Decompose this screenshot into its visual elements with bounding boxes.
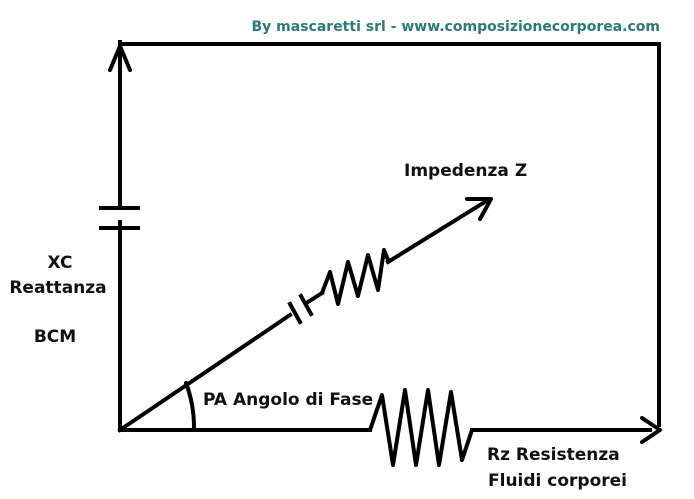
impedance-line-segment-3 [385, 197, 491, 265]
xc-label: XC [48, 253, 73, 273]
resistance-label: Rz Resistenza [487, 445, 620, 465]
impedance-line-segment-1 [117, 312, 293, 433]
impedance-line-segment-2 [305, 290, 325, 305]
phase-angle-label: PA Angolo di Fase [203, 390, 373, 410]
diag-capacitor-plate-2 [298, 293, 314, 317]
resistance-arrow-head [640, 416, 662, 444]
phase-angle-arc [184, 381, 196, 430]
reactance-arrow-head [108, 44, 132, 72]
resistor-symbol [368, 388, 474, 467]
bcm-label: BCM [34, 327, 76, 347]
fluids-label: Fluidi corporei [488, 471, 627, 491]
diag-resistor-symbol [320, 248, 390, 306]
top-right-wire [118, 42, 661, 427]
reactance-label: Reattanza [9, 278, 106, 298]
impedance-label: Impedenza Z [404, 161, 527, 181]
diag-capacitor-plate-1 [287, 301, 303, 325]
impedance-arrow-head [465, 197, 493, 221]
credit-text: By mascaretti srl - www.composizionecorp… [252, 19, 661, 35]
